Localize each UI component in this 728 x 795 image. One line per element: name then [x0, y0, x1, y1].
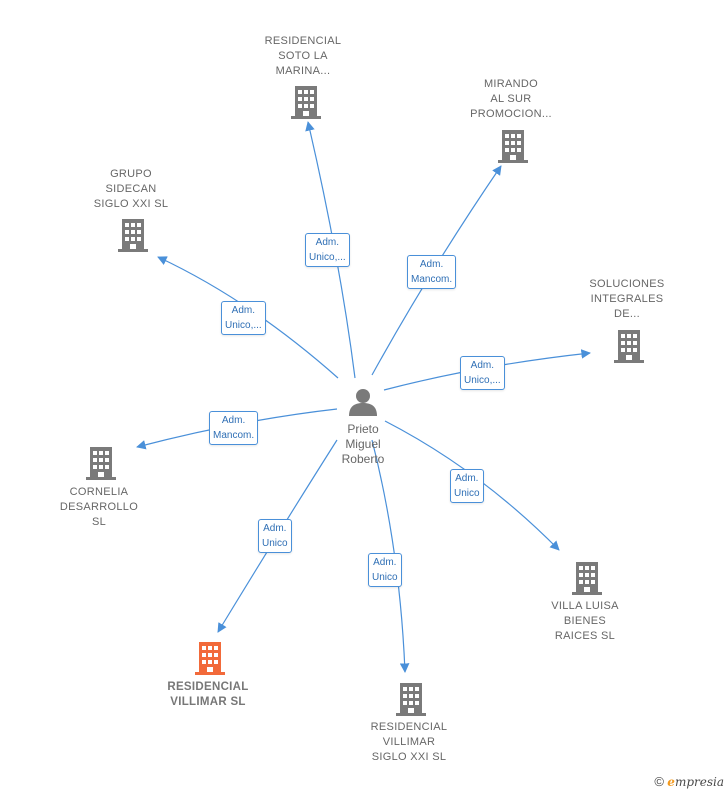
- company-label-residencial-villimar[interactable]: RESIDENCIAL VILLIMAR SL: [167, 681, 249, 708]
- role-badge-villa-luisa[interactable]: Adm. Unico: [450, 469, 484, 503]
- company-label-cornelia-desarrollo[interactable]: CORNELIA DESARROLLO SL: [59, 486, 139, 528]
- role-badge-residencial-villimar[interactable]: Adm. Unico: [258, 519, 292, 553]
- footer-brand: © empresia: [654, 774, 724, 789]
- role-badge-cornelia-desarrollo[interactable]: Adm. Mancom.: [209, 411, 259, 445]
- company-label-mirando-al-sur[interactable]: MIRANDO AL SUR PROMOCION...: [470, 78, 552, 120]
- brand-logo: empresia: [667, 775, 724, 789]
- company-label-residencial-soto[interactable]: RESIDENCIAL SOTO LA MARINA...: [264, 35, 342, 77]
- company-label-residencial-villimar-xxi[interactable]: RESIDENCIAL VILLIMAR SIGLO XXI SL: [370, 721, 448, 763]
- building-icon-cornelia-desarrollo[interactable]: [86, 447, 116, 480]
- role-badge-residencial-soto[interactable]: Adm. Unico,...: [305, 233, 350, 267]
- role-badge-mirando-al-sur[interactable]: Adm. Mancom.: [407, 255, 457, 289]
- building-icon-residencial-villimar-xxi[interactable]: [396, 683, 426, 716]
- person-name-label[interactable]: Prieto Miguel Roberto: [341, 422, 385, 466]
- role-badge-residencial-villimar-xxi[interactable]: Adm. Unico: [368, 553, 402, 587]
- role-badge-soluciones-integrales[interactable]: Adm. Unico,...: [460, 356, 505, 390]
- building-icon-mirando-al-sur[interactable]: [498, 130, 528, 163]
- copyright-icon: ©: [654, 774, 664, 789]
- company-label-villa-luisa[interactable]: VILLA LUISA BIENES RAICES SL: [551, 600, 619, 642]
- company-label-grupo-sidecan[interactable]: GRUPO SIDECAN SIGLO XXI SL: [93, 168, 169, 210]
- company-label-soluciones-integrales[interactable]: SOLUCIONES INTEGRALES DE...: [589, 278, 665, 320]
- building-icon-villa-luisa[interactable]: [572, 562, 602, 595]
- building-icon-soluciones-integrales[interactable]: [614, 330, 644, 363]
- building-icon-residencial-villimar[interactable]: [195, 642, 225, 675]
- building-icon-grupo-sidecan[interactable]: [118, 219, 148, 252]
- building-icon-residencial-soto[interactable]: [291, 86, 321, 119]
- role-badge-grupo-sidecan[interactable]: Adm. Unico,...: [221, 301, 266, 335]
- person-icon[interactable]: [349, 389, 377, 416]
